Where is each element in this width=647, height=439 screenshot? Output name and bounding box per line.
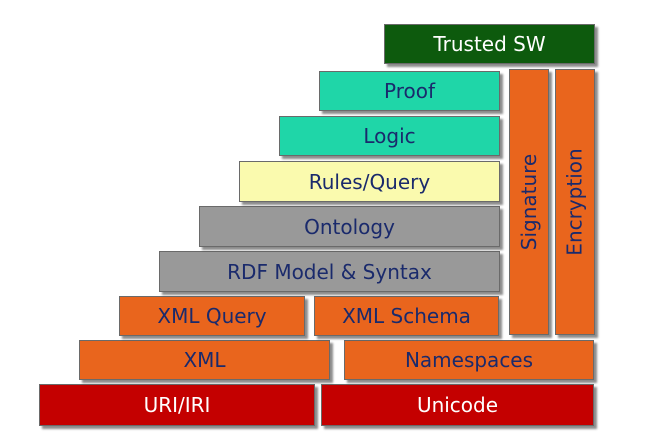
layer-xml-label: XML xyxy=(183,348,226,372)
layer-proof-label: Proof xyxy=(383,79,435,103)
layer-unicode: Unicode xyxy=(321,384,594,426)
layer-encryption-label: Encryption xyxy=(563,148,587,256)
layer-ontology-label: Ontology xyxy=(304,214,395,239)
layer-proof: Proof xyxy=(319,71,500,111)
layer-xml: XML xyxy=(79,340,330,380)
layer-namespaces: Namespaces xyxy=(344,340,594,380)
layer-signature: Signature xyxy=(509,69,549,335)
layer-logic-label: Logic xyxy=(363,124,416,148)
layer-ontology: Ontology xyxy=(199,206,500,247)
layer-encryption: Encryption xyxy=(555,69,595,335)
layer-xml-query-label: XML Query xyxy=(157,304,267,328)
layer-namespaces-label: Namespaces xyxy=(404,348,534,372)
layer-trusted-sw: Trusted SW xyxy=(384,24,595,64)
layer-unicode-label: Unicode xyxy=(416,393,499,417)
layer-rdf-model-syntax: RDF Model & Syntax xyxy=(159,251,500,292)
layer-rules-query-label: Rules/Query xyxy=(308,169,431,194)
layer-signature-label: Signature xyxy=(517,153,542,251)
layer-trusted-sw-label: Trusted SW xyxy=(433,32,546,56)
layer-uri-iri: URI/IRI xyxy=(39,384,315,426)
layer-rdf-model-syntax-label: RDF Model & Syntax xyxy=(227,259,432,284)
layer-logic: Logic xyxy=(279,116,500,156)
layer-uri-iri-label: URI/IRI xyxy=(143,393,211,417)
layer-rules-query: Rules/Query xyxy=(239,161,500,202)
layer-xml-schema-label: XML Schema xyxy=(342,304,471,328)
layer-xml-query: XML Query xyxy=(119,296,305,336)
layer-xml-schema: XML Schema xyxy=(314,296,499,336)
